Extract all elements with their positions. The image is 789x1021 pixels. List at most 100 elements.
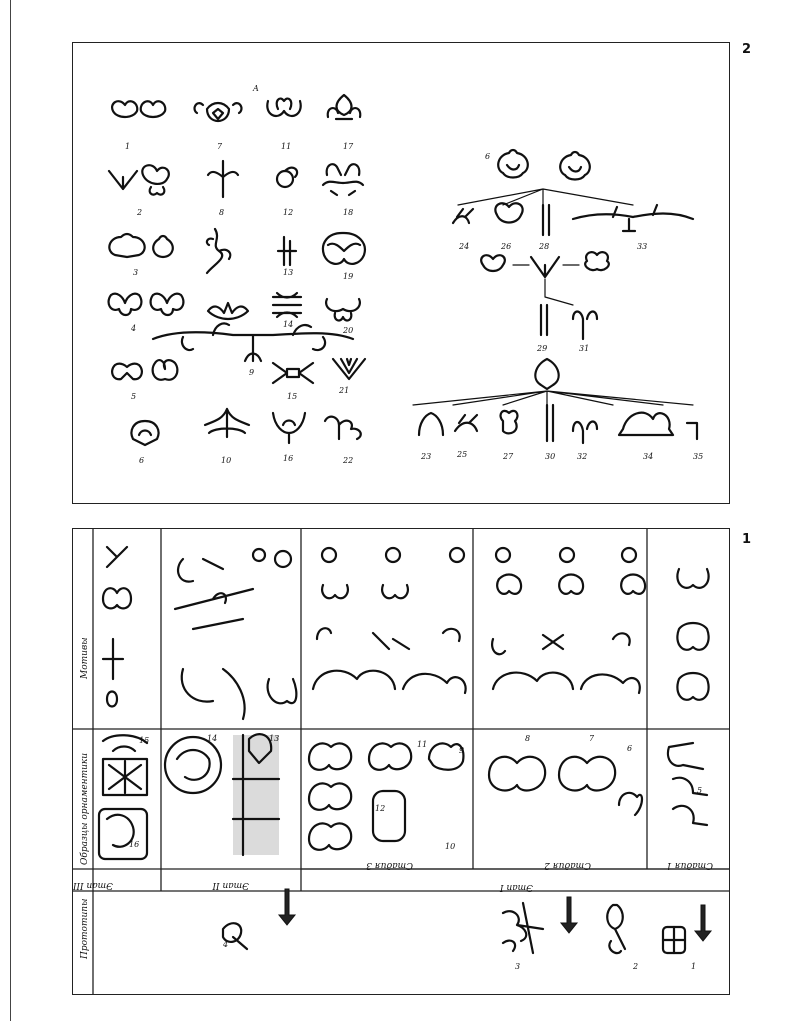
- motifs-etap2: [175, 549, 296, 719]
- header-prototypes: Прототипы: [80, 899, 90, 960]
- header-motifs: Мотивы: [80, 637, 90, 680]
- prototype-label-2: 2: [632, 962, 638, 971]
- label-25: 25: [456, 450, 467, 459]
- motif-18: [323, 164, 363, 195]
- prototype-1: [663, 905, 711, 953]
- tree-row1-motifs: [453, 203, 693, 235]
- motif-16: [273, 413, 305, 443]
- label-24: 24: [458, 242, 469, 251]
- label-11: 11: [281, 142, 291, 151]
- label-tree-6: 6: [485, 152, 490, 161]
- label-31: 31: [579, 344, 589, 353]
- label-22: 22: [342, 456, 353, 465]
- label-16: 16: [283, 454, 293, 463]
- figure-number-top: 2: [742, 42, 751, 57]
- label-10: 10: [221, 456, 231, 465]
- label-28: 28: [538, 242, 549, 251]
- label-32: 32: [577, 452, 587, 461]
- image-label-12: 12: [375, 804, 385, 813]
- prototype-label-3: 3: [515, 962, 520, 971]
- tree-mid-row: [481, 252, 609, 277]
- label-9: 9: [249, 368, 254, 377]
- image-label-16: 16: [129, 840, 139, 849]
- tree-branch-lines-1: [458, 189, 633, 205]
- motif-13: [278, 237, 296, 265]
- tree-lower-root: [535, 359, 558, 389]
- tree-row2-motifs: [541, 305, 597, 339]
- motif-vine-3: [207, 229, 230, 273]
- tree-root-flowers: [498, 150, 590, 180]
- image-label-11: 11: [417, 740, 427, 749]
- label-27: 27: [502, 452, 514, 461]
- motifs-stadia3: [313, 548, 466, 693]
- label-6: 6: [139, 456, 144, 465]
- label-26: 26: [500, 242, 511, 251]
- label-29: 29: [536, 344, 547, 353]
- stadia-2-label: Стадия 2: [544, 860, 591, 870]
- label-1: 1: [125, 142, 130, 151]
- motif-22: [325, 417, 361, 439]
- label-12: 12: [283, 208, 293, 217]
- label-15: 15: [287, 392, 297, 401]
- label-33: 33: [637, 242, 647, 251]
- motif-1: [112, 101, 165, 117]
- motif-20: [326, 299, 360, 320]
- motif-2: [109, 165, 169, 194]
- tree-connector-2: [545, 279, 573, 305]
- label-letter-a: A: [252, 84, 259, 93]
- motif-8: [208, 161, 238, 197]
- prototype-2: [607, 905, 625, 953]
- label-13: 13: [283, 268, 293, 277]
- motif-15: [273, 363, 313, 383]
- motif-7: [195, 103, 242, 121]
- motifs-etap3: [103, 547, 131, 707]
- label-19: 19: [343, 272, 353, 281]
- motifs-stadia2: [492, 548, 645, 693]
- prototype-label-4: 4: [222, 940, 228, 949]
- etap-1-label: Этап I: [500, 882, 533, 892]
- image-label-5: 5: [697, 786, 702, 795]
- etap-3-label: Этап III: [73, 880, 113, 890]
- image-label-10: 10: [445, 842, 455, 851]
- prototype-3: [503, 897, 577, 953]
- image-label-14: 14: [207, 734, 217, 743]
- label-35: 35: [693, 452, 703, 461]
- header-images: Образцы орнаментики: [79, 753, 90, 865]
- figure-number-bottom: 1: [742, 532, 751, 547]
- label-20: 20: [342, 326, 353, 335]
- label-4: 4: [130, 324, 136, 333]
- stages-table-panel: Прототипы Образцы орнаментики Мотивы Эта…: [72, 528, 730, 995]
- label-18: 18: [343, 208, 353, 217]
- ornament-samples: [99, 734, 707, 859]
- motif-5: [112, 360, 177, 380]
- image-label-7: 7: [589, 734, 595, 743]
- motif-17: [328, 95, 361, 119]
- label-23: 23: [420, 452, 431, 461]
- motif-9: [153, 323, 353, 361]
- prototype-label-1: 1: [691, 962, 696, 971]
- motif-10: [205, 409, 249, 437]
- motif-19: [323, 233, 365, 264]
- label-2: 2: [136, 208, 142, 217]
- label-3: 3: [133, 268, 138, 277]
- stadia-3-label: Стадия 3: [366, 860, 413, 870]
- motif-6: [132, 421, 159, 445]
- prototype-4: [223, 889, 295, 949]
- motif-4: [109, 294, 184, 315]
- motif-14: [273, 293, 301, 317]
- image-label-13: 13: [269, 734, 279, 743]
- image-label-9: 9: [459, 746, 464, 755]
- etap-2-label: Этап II: [212, 880, 249, 890]
- ornament-motifs-drawing: 1 7 11 17 A 2 8 12 18: [73, 43, 729, 503]
- motif-tree-4: [208, 303, 248, 319]
- motif-3: [109, 234, 172, 257]
- motif-21: [333, 359, 365, 379]
- tree-row3-motifs: [419, 405, 697, 443]
- motif-11: [267, 99, 300, 116]
- label-8: 8: [219, 208, 224, 217]
- image-label-15: 15: [139, 736, 149, 745]
- ornament-motifs-panel: 1 7 11 17 A 2 8 12 18: [72, 42, 730, 504]
- label-34: 34: [643, 452, 653, 461]
- stadia-1-label: Стадия 1: [666, 860, 713, 870]
- label-5: 5: [131, 392, 136, 401]
